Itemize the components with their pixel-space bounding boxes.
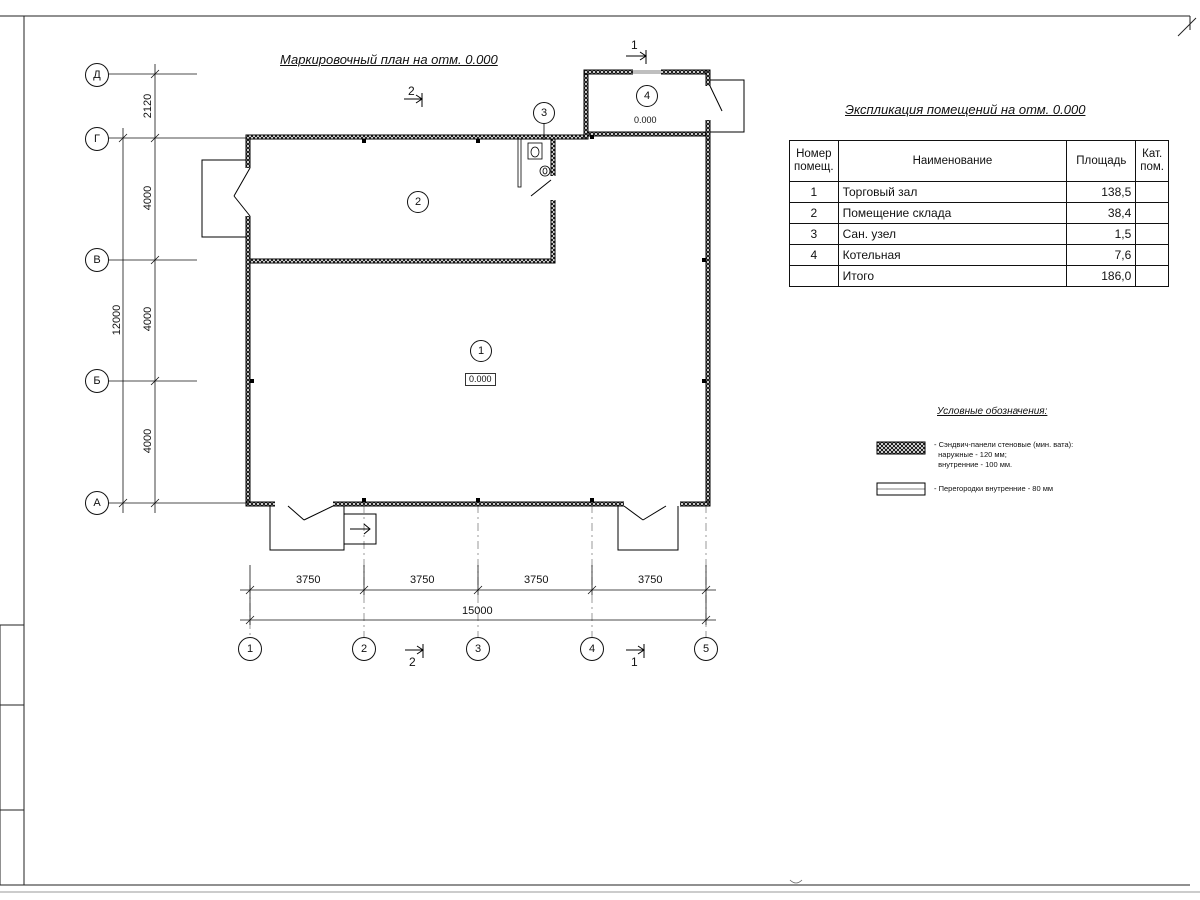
explication-title: Экспликация помещений на отм. 0.000 <box>845 102 1086 117</box>
bottom-dimension-lines <box>240 565 716 625</box>
cell-cat <box>1135 244 1169 266</box>
section-mark-top-1: 1 <box>631 38 638 52</box>
cell-name: Котельная <box>837 244 1068 266</box>
cell-area: 1,5 <box>1066 223 1137 245</box>
exterior-walls <box>245 69 711 507</box>
dim-span-4-5: 3750 <box>638 574 663 586</box>
entrance-arrow-icon <box>350 523 371 535</box>
column-markers <box>250 135 706 502</box>
axis-label-b: Б <box>85 369 109 393</box>
section-mark-bottom-2: 2 <box>409 655 416 669</box>
cell-cat <box>1135 202 1169 224</box>
dim-span-d-g: 2120 <box>142 93 154 119</box>
room-marker-4: 4 <box>636 85 658 107</box>
cell-num-empty <box>789 265 839 287</box>
room-marker-3: 3 <box>533 102 555 124</box>
dim-span-1-2: 3750 <box>296 574 321 586</box>
table-row: 4 Котельная 7,6 <box>789 244 1169 266</box>
plan-title: Маркировочный план на отм. 0.000 <box>280 52 498 67</box>
room-marker-2: 2 <box>407 191 429 213</box>
table-row: 3 Сан. узел 1,5 <box>789 223 1169 245</box>
cell-area: 38,4 <box>1066 202 1137 224</box>
axis-label-3: 3 <box>466 637 490 661</box>
cell-num: 2 <box>789 202 839 224</box>
axis-label-4: 4 <box>580 637 604 661</box>
axis-label-5: 5 <box>694 637 718 661</box>
axis-label-2: 2 <box>352 637 376 661</box>
dim-total-vertical: 12000 <box>111 304 123 336</box>
section-arrows <box>404 50 647 658</box>
table-row: 1 Торговый зал 138,5 <box>789 181 1169 203</box>
cell-name: Торговый зал <box>837 181 1068 203</box>
cell-name: Сан. узел <box>837 223 1068 245</box>
left-dimension-lines <box>107 64 250 513</box>
door-openings <box>245 69 711 507</box>
boiler-window <box>633 70 661 74</box>
cell-cat-empty <box>1135 265 1169 287</box>
dim-span-g-v: 4000 <box>142 185 154 211</box>
section-mark-bottom-1: 1 <box>631 655 638 669</box>
cell-num: 4 <box>789 244 839 266</box>
porches <box>201 79 745 551</box>
interior-partitions <box>249 138 556 264</box>
room-elevation-4: 0.000 <box>631 115 660 126</box>
header-number: Номер помещ. <box>789 140 839 182</box>
cell-num: 3 <box>789 223 839 245</box>
section-mark-top-2: 2 <box>408 84 415 98</box>
dim-span-v-b: 4000 <box>142 306 154 332</box>
legend-sandwich-symbol <box>876 441 926 455</box>
cell-area: 138,5 <box>1066 181 1137 203</box>
cell-area: 7,6 <box>1066 244 1137 266</box>
legend-item-partition: - Перегородки внутренние - 80 мм <box>934 484 1054 493</box>
dim-span-3-4: 3750 <box>524 574 549 586</box>
header-category: Кат. пом. <box>1135 140 1169 182</box>
cell-total-name: Итого <box>837 265 1068 287</box>
header-area: Площадь <box>1066 140 1137 182</box>
cell-cat <box>1135 181 1169 203</box>
door-leaves <box>233 85 723 521</box>
legend-item-sandwich: - Сэндвич-панели стеновые (мин. вата): н… <box>934 440 1074 469</box>
axis-label-d: Д <box>85 63 109 87</box>
cell-name: Помещение склада <box>837 202 1068 224</box>
room-marker-1: 1 <box>470 340 492 362</box>
dim-span-2-3: 3750 <box>410 574 435 586</box>
cell-cat <box>1135 223 1169 245</box>
table-total-row: Итого 186,0 <box>789 265 1169 287</box>
cell-total-area: 186,0 <box>1066 265 1137 287</box>
sanitary-fixtures <box>517 138 551 188</box>
axis-label-v: В <box>85 248 109 272</box>
legend-partition-symbol <box>876 482 926 496</box>
bottom-mark <box>789 879 803 884</box>
sheet-frame <box>0 15 1200 893</box>
axis-label-g: Г <box>85 127 109 151</box>
cell-num: 1 <box>789 181 839 203</box>
explication-table: Номер помещ. Наименование Площадь Кат. п… <box>789 140 1169 287</box>
legend-title: Условные обозначения: <box>937 406 1048 417</box>
room-elevation-1: 0.000 <box>465 373 496 386</box>
dim-total-horizontal: 15000 <box>462 605 493 617</box>
axis-label-1: 1 <box>238 637 262 661</box>
table-header-row: Номер помещ. Наименование Площадь Кат. п… <box>789 140 1169 182</box>
dim-span-b-a: 4000 <box>142 428 154 454</box>
header-name: Наименование <box>837 140 1068 182</box>
axis-label-a: А <box>85 491 109 515</box>
table-row: 2 Помещение склада 38,4 <box>789 202 1169 224</box>
